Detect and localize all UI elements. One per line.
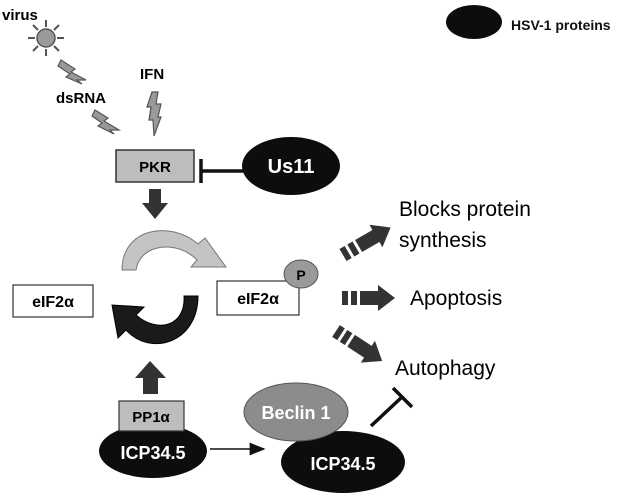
- phosphate-label: P: [296, 267, 305, 283]
- pp1a-label: PP1α: [132, 409, 170, 426]
- pkr-label: PKR: [139, 159, 171, 176]
- sun-virus-icon: [28, 20, 64, 56]
- us11-label: Us11: [268, 156, 315, 178]
- icp34-5-left-ellipse: [99, 424, 207, 478]
- eif2a-p-box: [216, 280, 300, 316]
- legend-label: HSV-1 proteins: [511, 17, 611, 33]
- pkr-down-arrow: [142, 189, 168, 219]
- beclin-1-ellipse: [243, 382, 349, 442]
- pkr-box: [115, 149, 195, 183]
- lightning-bolt-icon: [146, 91, 162, 137]
- lightning-bolt-icon: [91, 109, 122, 135]
- blocks-synthesis-arrow: [339, 224, 391, 262]
- autophagy-arrow: [332, 325, 383, 363]
- pp1a-up-arrow: [135, 361, 166, 394]
- icp34-5-right-label: ICP34.5: [310, 454, 375, 474]
- apoptosis-label: Apoptosis: [410, 287, 502, 310]
- phosphorylation-arrow: [121, 230, 227, 271]
- blocks-synthesis-label-line1: Blocks protein: [399, 198, 531, 221]
- pp1a-box: [118, 400, 185, 432]
- apoptosis-arrow: [342, 285, 395, 311]
- us11-ellipse: [242, 137, 340, 195]
- blocks-synthesis-label-line2: synthesis: [399, 229, 487, 252]
- beclin-1-label: Beclin 1: [261, 403, 330, 423]
- phosphate-ellipse: [283, 259, 319, 289]
- eif2a-p-label: eIF2α: [237, 291, 279, 308]
- icp34-5-left-label: ICP34.5: [120, 443, 185, 463]
- icp34-5-right-ellipse: [281, 431, 405, 493]
- eif2a-label: eIF2α: [32, 294, 74, 311]
- dsrna-label: dsRNA: [56, 90, 106, 107]
- lightning-bolt-icon: [57, 59, 87, 85]
- beclin-inhibition-line: [369, 395, 404, 428]
- eif2a-box: [12, 284, 94, 318]
- autophagy-label: Autophagy: [395, 357, 496, 380]
- virus-label: virus: [2, 7, 38, 24]
- beclin-inhibition-bar: [391, 386, 414, 409]
- dephosphorylation-arrow: [111, 295, 199, 345]
- ifn-label: IFN: [140, 66, 164, 83]
- legend-ellipse-icon: [446, 5, 502, 39]
